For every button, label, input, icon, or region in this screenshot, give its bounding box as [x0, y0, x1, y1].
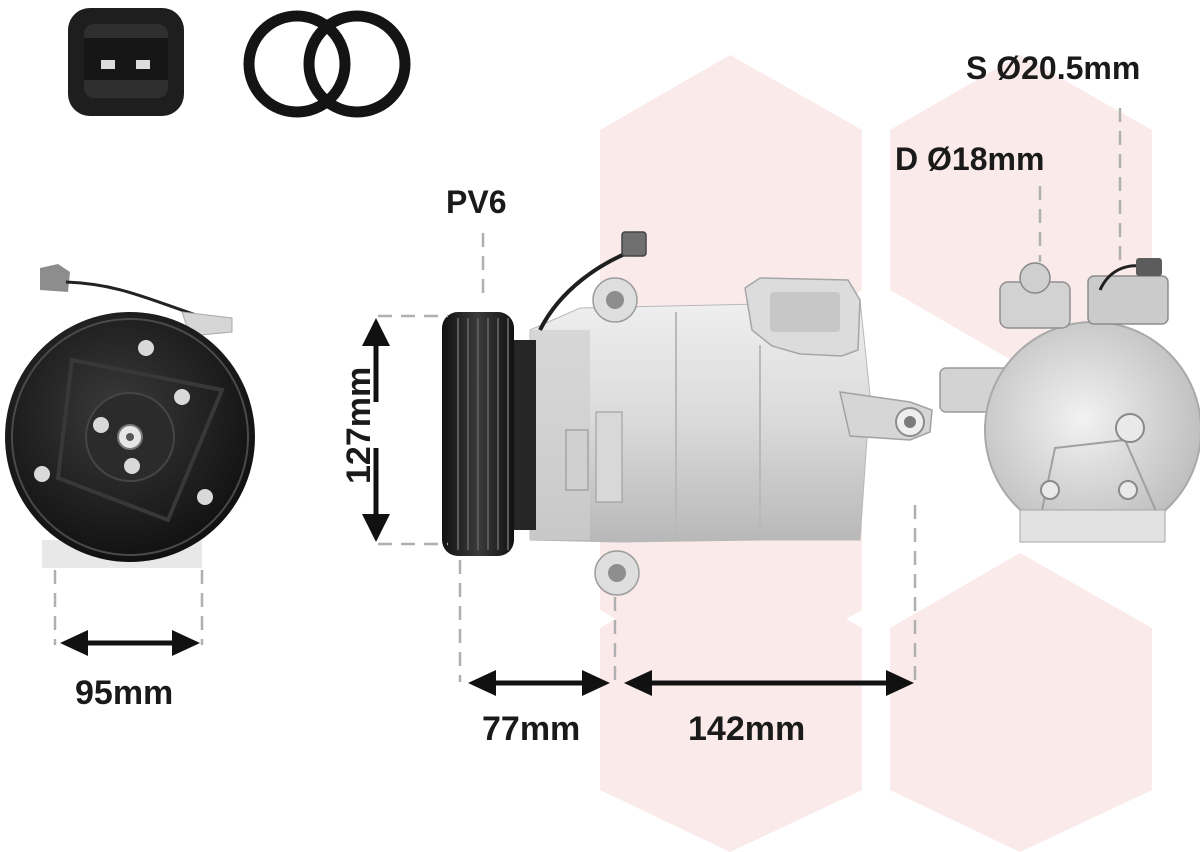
- dim-127-arrow-top: [362, 318, 390, 346]
- dimension-arrows: [60, 318, 914, 696]
- clutch-plate-icon: [5, 264, 255, 568]
- pulley-type-label: PV6: [446, 184, 507, 220]
- discharge-port-label: D Ø18mm: [895, 141, 1045, 177]
- suction-port-label: S Ø20.5mm: [966, 50, 1141, 86]
- clutch-width-label: 95mm: [75, 674, 174, 712]
- o-ring-icon: [243, 10, 411, 118]
- height-label: 127mm: [340, 366, 378, 484]
- guide-lines: [53, 108, 1122, 682]
- connector-icon: [68, 8, 184, 116]
- compressor-rear-icon: [939, 258, 1200, 543]
- pulley-to-mount-label: 77mm: [482, 710, 581, 748]
- body-length-label: 142mm: [688, 710, 806, 748]
- compressor-side-icon: [442, 231, 933, 596]
- dim-127-arrow-bottom: [362, 514, 390, 542]
